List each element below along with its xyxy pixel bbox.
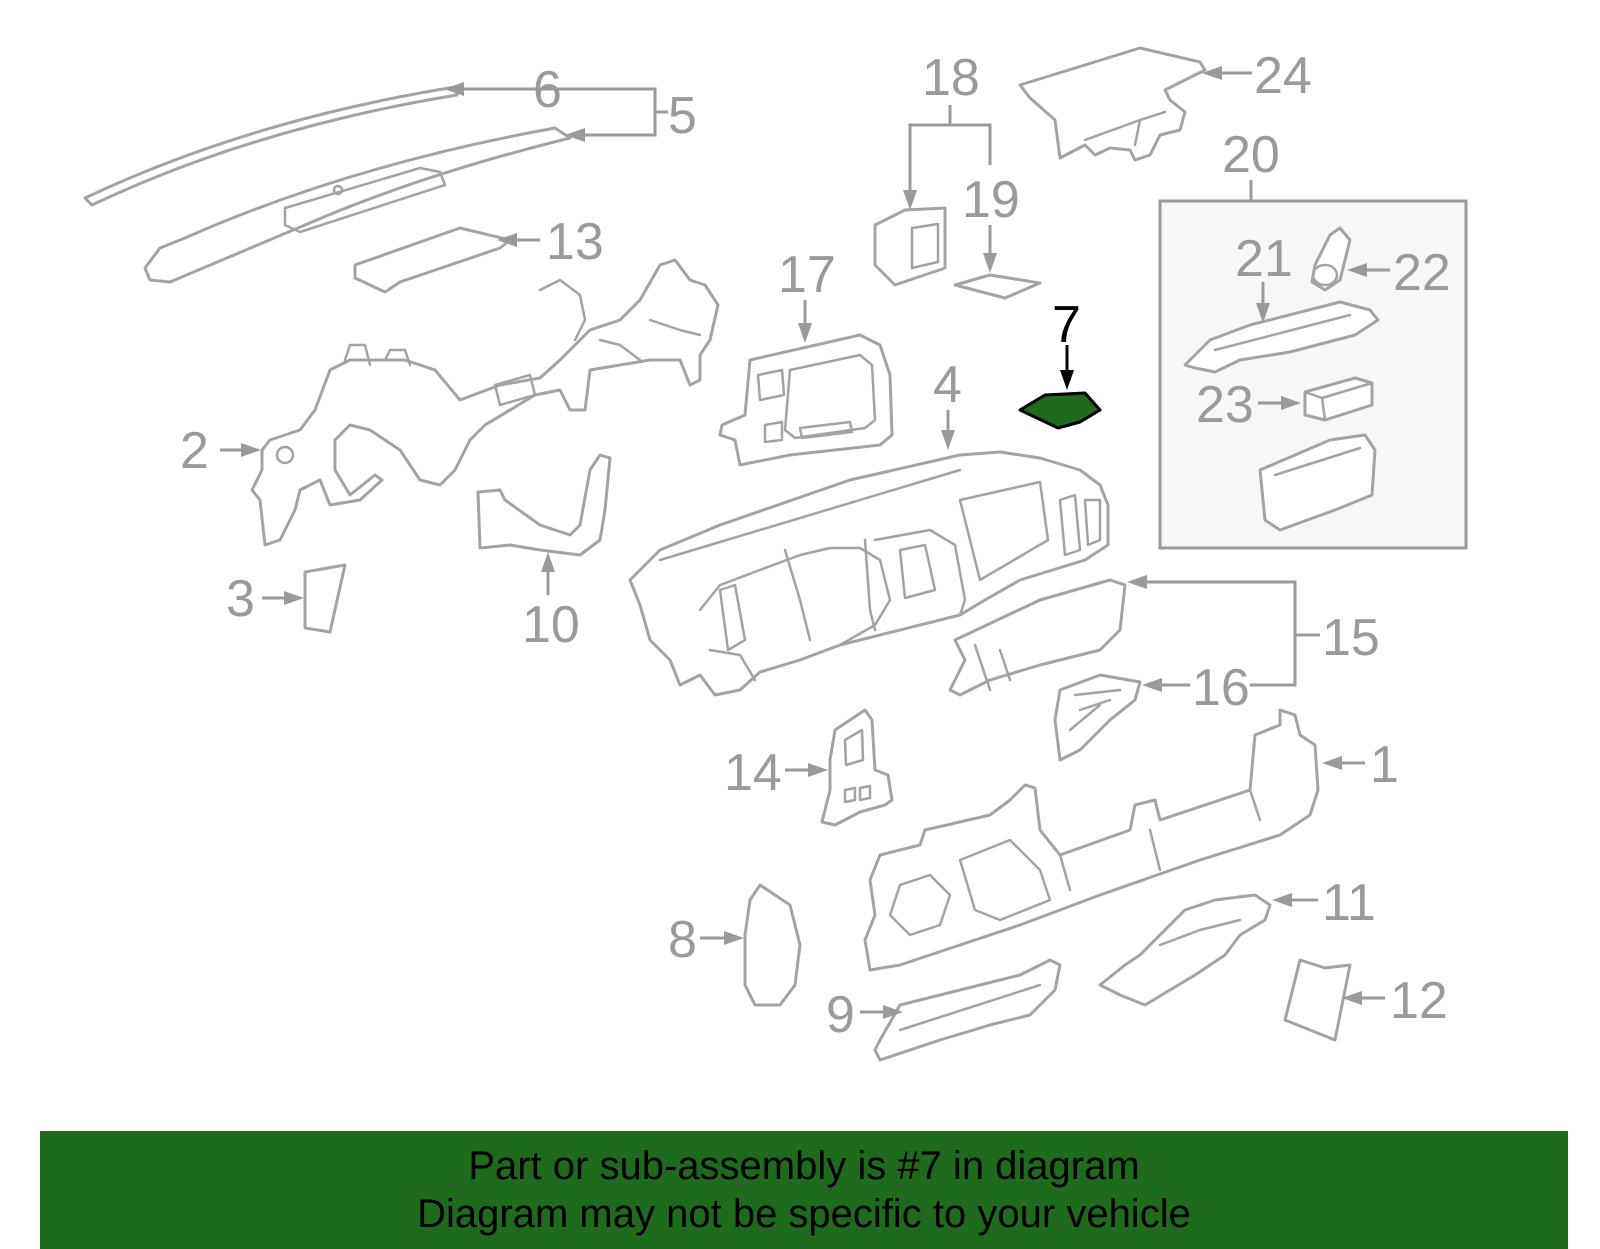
callout-24: 24 <box>1254 47 1312 105</box>
part-1-lower-carrier[interactable] <box>863 708 1320 972</box>
callout-4: 4 <box>933 356 962 414</box>
callout-21: 21 <box>1235 230 1293 288</box>
callout-5: 5 <box>668 87 697 145</box>
part-7-highlighted[interactable] <box>1018 391 1102 430</box>
callout-19: 19 <box>962 171 1020 229</box>
callout-11: 11 <box>1322 874 1376 932</box>
part-22-knob[interactable] <box>1310 226 1352 292</box>
callout-3: 3 <box>226 570 255 628</box>
banner-line-2: Diagram may not be specific to your vehi… <box>417 1192 1191 1236</box>
part-3-bracket[interactable] <box>303 563 347 634</box>
callout-1: 1 <box>1370 736 1399 794</box>
kit-20-housing[interactable] <box>1258 433 1377 532</box>
part-11-knee-bolster[interactable] <box>1098 893 1272 1007</box>
part-6-trim-strip[interactable] <box>83 85 459 207</box>
part-5-dash-top-panel[interactable] <box>143 126 572 284</box>
callout-2: 2 <box>180 422 209 480</box>
callout-6: 6 <box>533 61 562 119</box>
banner-line-1: Part or sub-assembly is #7 in diagram <box>468 1144 1140 1188</box>
part-9-lower-trim[interactable] <box>873 958 1062 1062</box>
callout-20: 20 <box>1222 126 1280 184</box>
part-4-instrument-panel[interactable] <box>628 450 1110 697</box>
callout-15: 15 <box>1322 609 1380 667</box>
part-16-glove-box-bin[interactable] <box>1053 673 1142 762</box>
part-17-radio-bezel[interactable] <box>718 333 894 467</box>
part-18-bezel[interactable] <box>873 206 947 287</box>
callout-16: 16 <box>1192 659 1250 717</box>
parts-diagram: 1 2 3 4 5 6 7 8 9 10 11 12 13 14 15 16 1… <box>83 46 1468 1062</box>
leader-lines <box>220 66 1390 1019</box>
callout-numbers: 1 2 3 4 5 6 7 8 9 10 11 12 13 14 15 16 1… <box>180 47 1451 1044</box>
callout-23: 23 <box>1196 376 1254 434</box>
part-13-defrost-vent[interactable] <box>353 226 512 294</box>
callout-14: 14 <box>724 744 782 802</box>
callout-22: 22 <box>1393 244 1451 302</box>
part-15-glove-box-door[interactable] <box>948 578 1127 697</box>
callout-18: 18 <box>922 49 980 107</box>
part-24-storage-tray[interactable] <box>1018 46 1207 162</box>
callout-7: 7 <box>1052 296 1081 354</box>
part-19-pad[interactable] <box>953 273 1042 300</box>
callout-9: 9 <box>826 986 855 1044</box>
info-banner: Part or sub-assembly is #7 in diagram Di… <box>40 1131 1568 1249</box>
part-7-shape <box>1018 391 1102 430</box>
callout-13: 13 <box>546 213 604 271</box>
callout-12: 12 <box>1390 972 1448 1030</box>
callout-10: 10 <box>522 596 580 654</box>
part-21-cover[interactable] <box>1183 300 1380 374</box>
part-12-cover[interactable] <box>1283 958 1352 1042</box>
part-2-cross-car-beam[interactable] <box>250 258 720 547</box>
part-14-side-panel[interactable] <box>820 708 894 827</box>
part-10-support-bracket[interactable] <box>476 453 612 557</box>
callout-8: 8 <box>668 911 697 969</box>
part-8-end-cap[interactable] <box>743 883 802 1007</box>
part-23-module[interactable] <box>1303 376 1374 422</box>
callout-17: 17 <box>778 246 836 304</box>
